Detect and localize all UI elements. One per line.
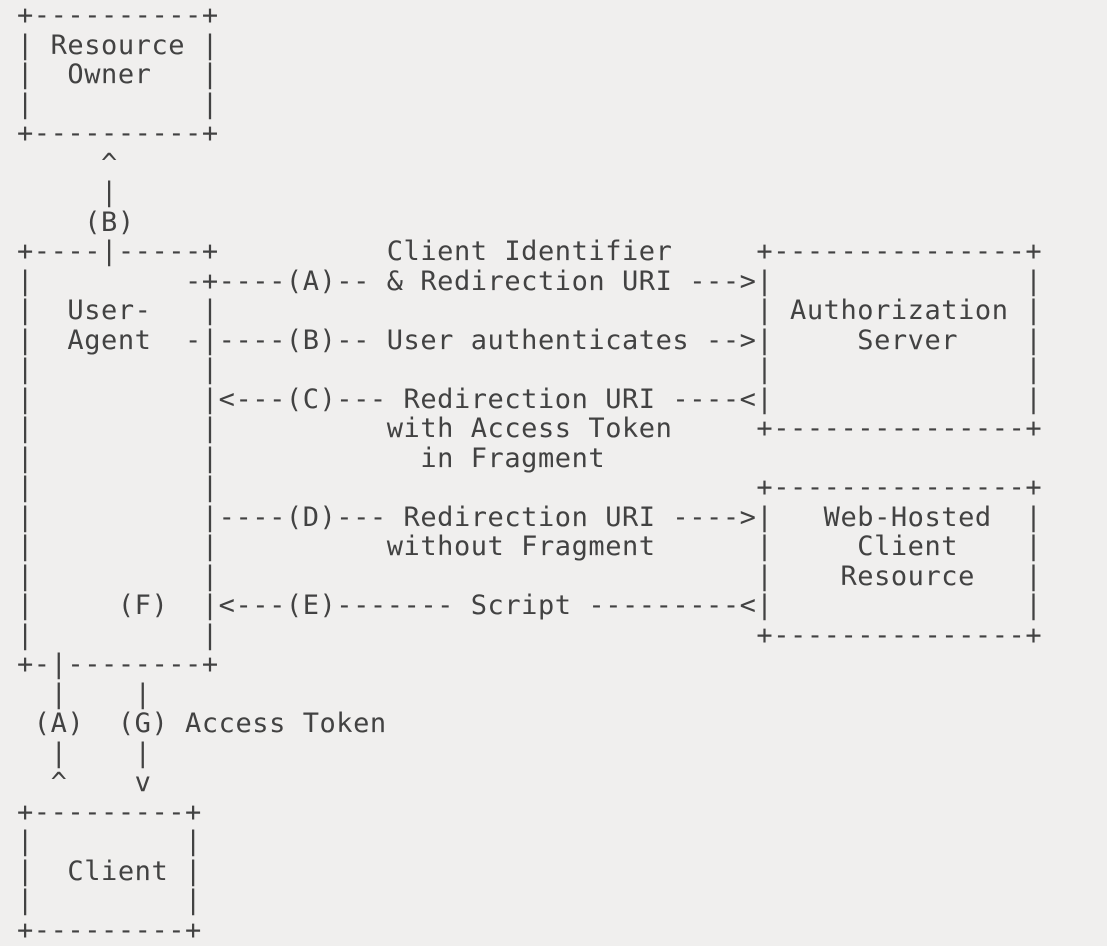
ascii-flow-diagram-text: +----------+ | Resource | | Owner | | | … — [17, 0, 1043, 946]
oauth-implicit-grant-flow-diagram: +----------+ | Resource | | Owner | | | … — [17, 0, 1043, 946]
